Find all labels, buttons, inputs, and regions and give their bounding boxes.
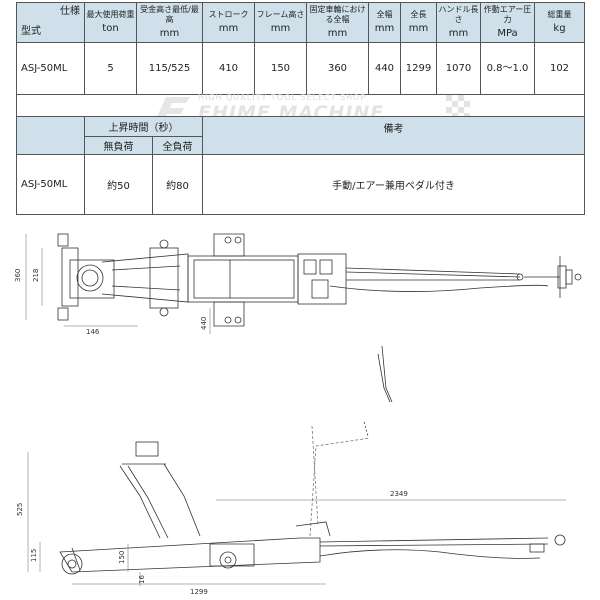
dim-440-label: 440 (200, 317, 208, 330)
spec-value-handle-length: 1070 (436, 42, 481, 95)
dim-2349-label: 2349 (390, 490, 408, 498)
side-view (59, 345, 566, 575)
dim-218-label: 218 (32, 269, 40, 282)
remarks-model-cell: ASJ-50ML (16, 154, 85, 215)
spec-value-air-pressure: 0.8～1.0 (480, 42, 535, 95)
remarks-header: 備考 (202, 116, 585, 155)
full-load-value: 約80 (152, 154, 203, 215)
spec-corner-top: 仕様 (60, 6, 80, 17)
dim-150-label: 150 (118, 551, 126, 564)
spec-value-max-load: 5 (84, 42, 137, 95)
remarks-table: 上昇時間（秒） 備考 無負荷 全負荷 ASJ-50ML 約50 約80 手動/エ… (16, 116, 585, 215)
spec-data-row: ASJ-50ML 5 115/525 410 150 360 440 1299 … (16, 42, 585, 95)
spec-value-frame-height: 150 (254, 42, 307, 95)
spec-value-stroke: 410 (202, 42, 255, 95)
spec-value-fixed-wheel-width: 360 (306, 42, 369, 95)
no-load-value: 約50 (84, 154, 153, 215)
remarks-value: 手動/エアー兼用ペダル付き (202, 154, 585, 215)
spec-value-total-weight: 102 (534, 42, 585, 95)
dim-360-label: 360 (14, 269, 22, 282)
spec-value-overall-width: 440 (368, 42, 401, 95)
full-load-header: 全負荷 (152, 136, 203, 155)
dim-1299-label: 1299 (190, 588, 208, 596)
top-front-wheel-upper (57, 233, 69, 247)
remarks-header-row: 上昇時間（秒） 備考 (16, 116, 585, 155)
top-view (57, 233, 582, 327)
technical-drawing: 360 218 146 440 (14, 233, 582, 596)
spec-model-cell: ASJ-50ML (16, 42, 85, 95)
dim-115-label: 115 (30, 549, 38, 562)
lift-time-header: 上昇時間（秒） (84, 116, 203, 137)
remarks-data-row: ASJ-50ML 約50 約80 手動/エアー兼用ペダル付き (16, 154, 585, 215)
top-front-wheel-lower (57, 307, 69, 321)
no-load-header: 無負荷 (84, 136, 153, 155)
dim-525-label: 525 (16, 503, 24, 516)
side-view-dimensions (27, 452, 566, 586)
spec-spacer-row (16, 94, 585, 117)
dim-16-label: 16 (138, 575, 146, 584)
spec-corner-cell: 仕様 型式 (16, 2, 85, 43)
spec-value-overall-length: 1299 (400, 42, 437, 95)
spec-corner-bottom: 型式 (21, 26, 41, 37)
dim-146-label: 146 (86, 328, 100, 336)
top-view-dimensions (25, 234, 211, 334)
spec-value-saddle-height: 115/525 (136, 42, 203, 95)
